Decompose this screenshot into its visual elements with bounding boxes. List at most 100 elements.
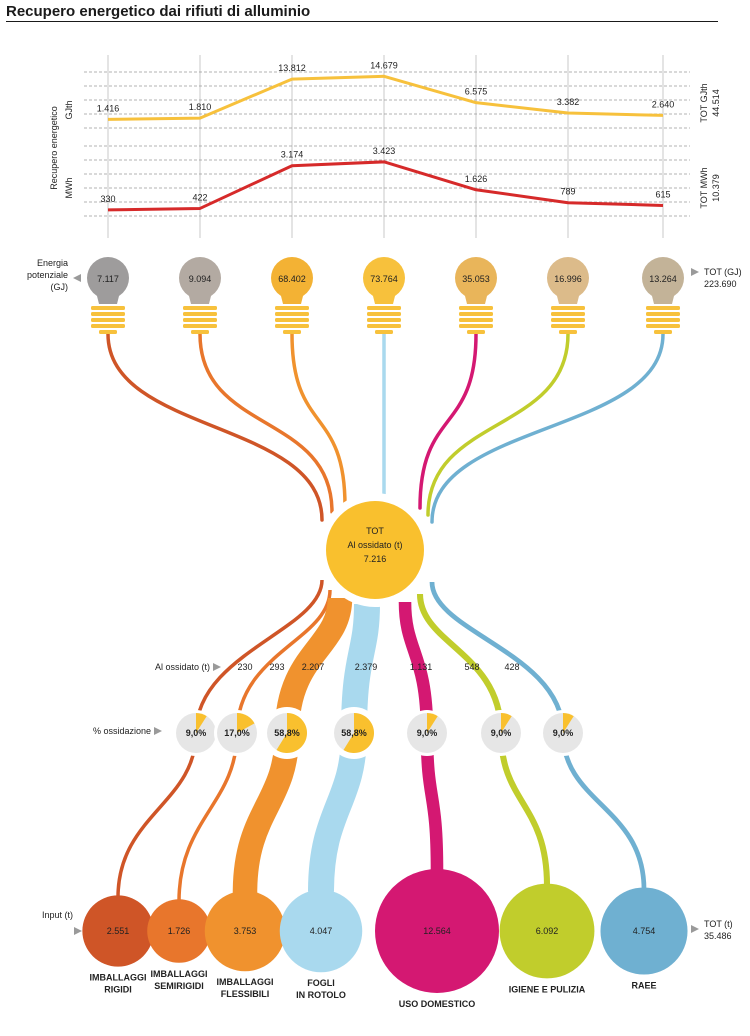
category-name-line1: FOGLI [307, 978, 335, 988]
energy-total-arrow-icon [691, 268, 699, 276]
oxidation-pie-4: 9,0% [404, 710, 450, 756]
bulb-thread [275, 312, 309, 316]
bulb-thread [275, 318, 309, 322]
bulb-tip [375, 330, 393, 334]
oxidation-pies: 9,0%23017,0%29358,8%2.20758,8%2.3799,0%1… [173, 662, 586, 759]
bulb-4: 35.053 [455, 257, 497, 334]
bulb-thread [459, 312, 493, 316]
oxidized-value-0: 230 [237, 662, 252, 672]
input-value: 12.564 [423, 926, 451, 936]
mwh-axis-label: MWh [64, 178, 74, 199]
title-rule [6, 21, 718, 22]
oxidation-pie-6: 9,0% [540, 710, 586, 756]
input-value: 2.551 [107, 926, 130, 936]
energy-total-label: TOT (GJ) [704, 267, 742, 277]
input-total-label: TOT (t) [704, 919, 733, 929]
category-name-line2: IN ROTOLO [296, 990, 346, 1000]
upper-flow-6 [430, 332, 665, 524]
center-line3: 7.216 [364, 554, 387, 564]
ylabel: Recupero energetico [49, 106, 59, 190]
bulb-thread [275, 324, 309, 328]
upper-flow-5 [426, 332, 570, 517]
bulb-thread [183, 324, 217, 328]
bulb-neck [372, 292, 396, 304]
gjth-total-label: TOT GJth [699, 83, 709, 122]
series-line-gjth [107, 74, 664, 121]
gjth-total-value: 44.514 [711, 89, 721, 117]
bulb-6: 13.264 [642, 257, 684, 334]
bulb-glass-icon [179, 257, 221, 299]
category-name-line1: USO DOMESTICO [399, 999, 476, 1009]
series-1-label-6: 615 [655, 189, 670, 199]
input-bubble [279, 889, 363, 973]
bulb-thread [183, 318, 217, 322]
oxidized-value-6: 428 [504, 662, 519, 672]
pie-slice [343, 713, 375, 753]
bulb-2: 68.402 [271, 257, 313, 334]
upper-flow-4 [418, 332, 478, 510]
series-0-label-0: 1.416 [97, 103, 120, 113]
oxidation-pie-3: 58,8% [328, 707, 380, 759]
input-total-value: 35.486 [704, 931, 732, 941]
energy-total-value: 223.690 [704, 279, 737, 289]
upper-flow-2 [290, 332, 347, 508]
bulb-thread [91, 312, 125, 316]
bulb-thread [91, 324, 125, 328]
bulb-glass-icon [547, 257, 589, 299]
energy-label-line3: (GJ) [51, 282, 69, 292]
center-line2: Al ossidato (t) [347, 540, 402, 550]
oxidized-arrow-icon [213, 663, 221, 671]
series-0-label-6: 2.640 [652, 99, 675, 109]
center-line1: TOT [366, 526, 384, 536]
input-arrow-icon [74, 927, 82, 935]
bulb-thread [275, 306, 309, 310]
center-total: TOT Al ossidato (t) 7.216 [318, 493, 432, 607]
series-0-label-4: 6.575 [465, 87, 488, 97]
bulb-neck [464, 292, 488, 304]
input-value: 3.753 [234, 926, 257, 936]
bulb-energy-value: 13.264 [649, 274, 677, 284]
bulb-tip [191, 330, 209, 334]
input-value: 4.754 [633, 926, 656, 936]
bulb-thread [367, 306, 401, 310]
bulb-glass-icon [363, 257, 405, 299]
pie-percent-label: 9,0% [553, 728, 574, 738]
series-0-label-2: 13.812 [278, 63, 306, 73]
bulb-thread [551, 318, 585, 322]
bulb-tip [283, 330, 301, 334]
pie-slice [237, 713, 255, 733]
bulb-neck [96, 292, 120, 304]
pie-percent-label: 9,0% [186, 728, 207, 738]
input-bubble [204, 890, 286, 972]
bulb-glass-icon [642, 257, 684, 299]
flow-ribbons [106, 332, 665, 902]
bulb-thread [183, 306, 217, 310]
series-0-label-1: 1.810 [189, 102, 212, 112]
oxidation-pie-5: 9,0% [478, 710, 524, 756]
page-title: Recupero energetico dai rifiuti di allum… [6, 3, 311, 20]
lower-flow-6 [429, 581, 647, 890]
series-1-label-2: 3.174 [281, 150, 304, 160]
pie-percent-label: 9,0% [417, 728, 438, 738]
bulb-energy-value: 16.996 [554, 274, 582, 284]
oxidized-value-4: 1.131 [410, 662, 433, 672]
bulb-thread [646, 312, 680, 316]
bulb-thread [367, 318, 401, 322]
series-0-label-3: 14.679 [370, 60, 398, 70]
pie-percent-label: 9,0% [491, 728, 512, 738]
energy-arrow-icon [73, 274, 81, 282]
bulb-tip [559, 330, 577, 334]
bulb-5: 16.996 [547, 257, 589, 334]
bulb-energy-value: 35.053 [462, 274, 490, 284]
bulb-0: 7.117 [87, 257, 129, 334]
bulb-thread [91, 306, 125, 310]
upper-flow-1 [198, 332, 334, 514]
input-label: Input (t) [42, 910, 73, 920]
